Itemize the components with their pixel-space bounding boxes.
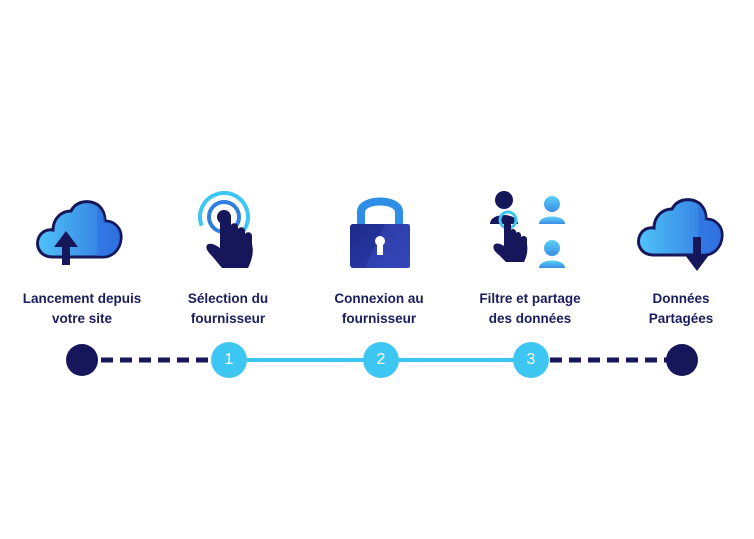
step-label-line1: Filtre et partage [479, 291, 581, 306]
step-label-line1: Données [652, 291, 710, 306]
step-label-line1: Connexion au [334, 291, 424, 306]
timeline-end-dot [666, 344, 698, 376]
step-marker-3: 3 [513, 342, 549, 378]
step-label-line2: Partagées [648, 311, 714, 326]
step-label-connection: Connexion au fournisseur [304, 289, 454, 329]
lock-icon [345, 190, 415, 275]
step-label-filter: Filtre et partage des données [455, 289, 605, 329]
users-share-icon [486, 190, 570, 281]
touch-select-icon [190, 190, 266, 277]
step-label-line2: des données [488, 311, 572, 326]
cloud-upload-icon [33, 195, 125, 278]
step-marker-1: 1 [211, 342, 247, 378]
cloud-download-icon [634, 197, 726, 280]
step-label-selection: Sélection du fournisseur [153, 289, 303, 329]
step-label-shared: Données Partagées [606, 289, 754, 329]
step-label-line2: fournisseur [190, 311, 266, 326]
step-marker-2: 2 [363, 342, 399, 378]
step-label-line2: votre site [51, 311, 113, 326]
step-label-launch: Lancement depuis votre site [7, 289, 157, 329]
step-label-line1: Lancement depuis [22, 291, 142, 306]
step-label-line1: Sélection du [187, 291, 269, 306]
timeline-start-dot [66, 344, 98, 376]
step-label-line2: fournisseur [341, 311, 417, 326]
